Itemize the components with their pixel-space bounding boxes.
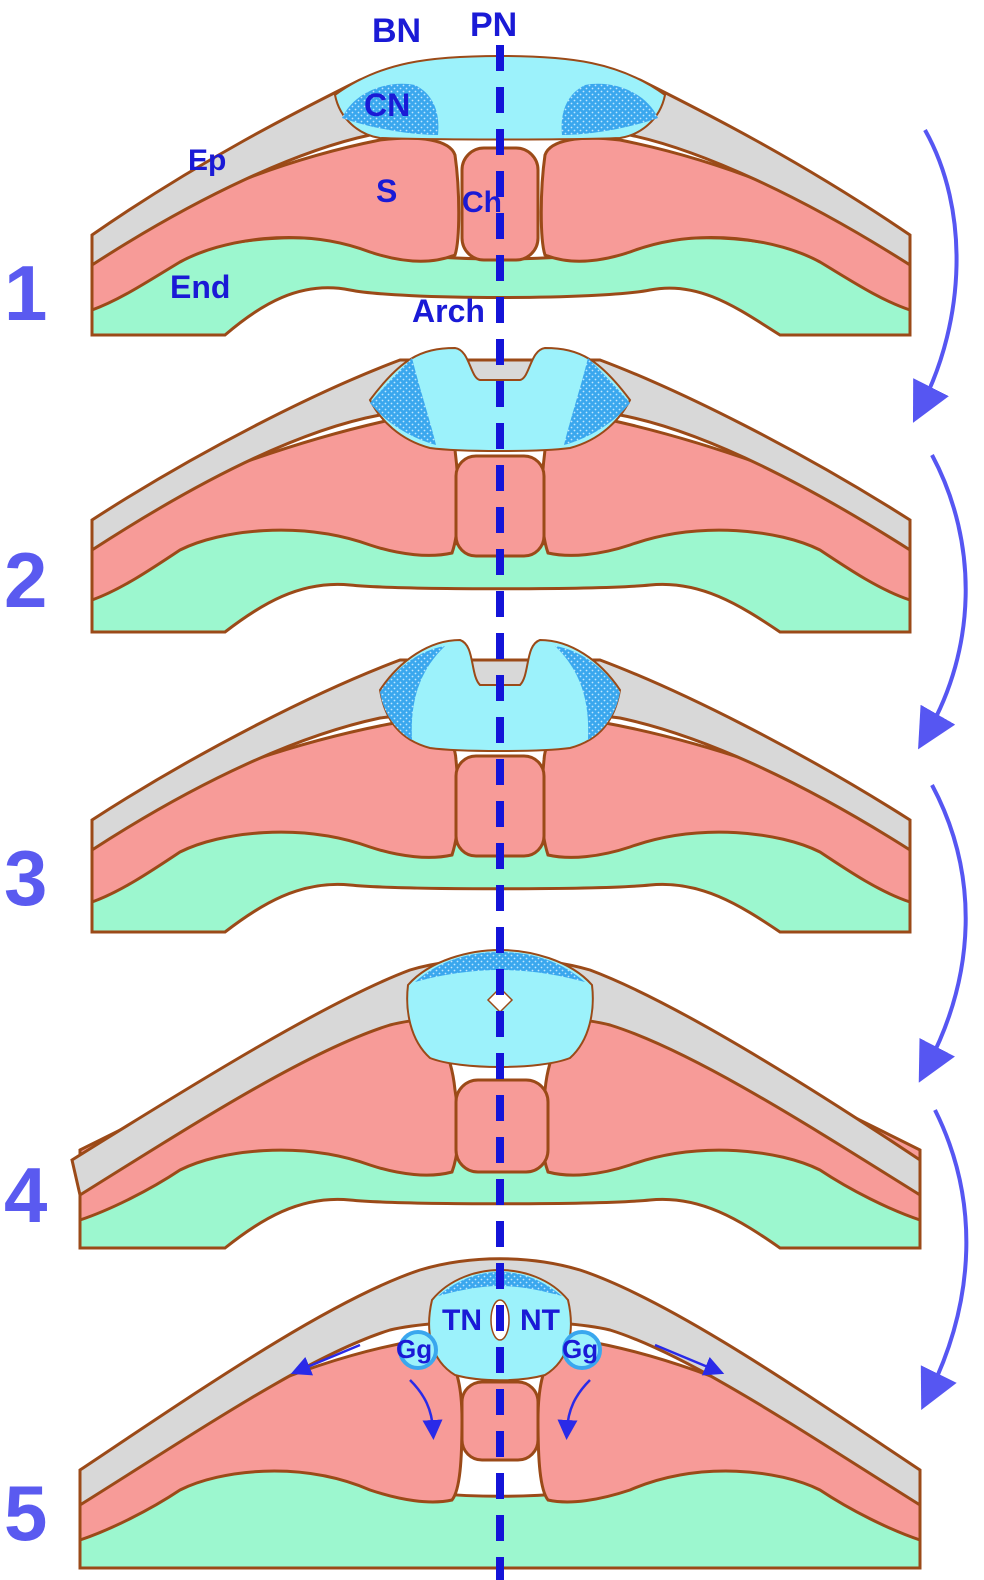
label-arch: Arch [412, 293, 485, 329]
label-cn: CN [364, 87, 410, 123]
label-gg-right: Gg [562, 1334, 598, 1364]
progress-arrow-1 [922, 130, 957, 405]
label-gg-left: Gg [396, 1334, 432, 1364]
label-s: S [376, 173, 397, 209]
stage-number-4: 4 [4, 1151, 47, 1239]
progress-arrow-4 [930, 1110, 966, 1392]
stage-number-3: 3 [4, 834, 47, 922]
progress-arrow-3 [928, 785, 966, 1065]
stage-number-1: 1 [4, 249, 47, 337]
stage-number-2: 2 [4, 536, 47, 624]
stage-number-5: 5 [4, 1469, 47, 1557]
progress-arrow-2 [928, 455, 966, 732]
label-ch: Ch [462, 186, 502, 219]
label-nt: NT [520, 1304, 560, 1337]
label-bn: BN [372, 12, 421, 50]
label-ep: Ep [188, 144, 226, 177]
progress-arrows [922, 130, 966, 1392]
label-tn: TN [442, 1304, 482, 1337]
label-end: End [170, 269, 230, 305]
label-pn: PN [470, 6, 517, 44]
